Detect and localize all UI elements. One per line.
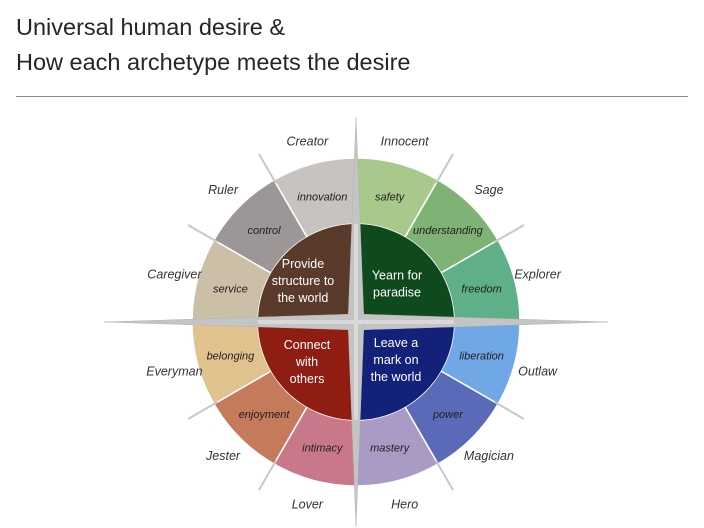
compass-ray — [494, 224, 525, 243]
desire-label-control: control — [248, 225, 282, 237]
quadrant-mark — [356, 322, 454, 420]
desire-label-service: service — [213, 283, 248, 295]
quadrant-label-mark: Leave a — [374, 336, 419, 350]
inner-quadrants — [258, 224, 454, 420]
quadrant-label-structure: Provide — [282, 257, 324, 271]
title-line-1: Universal human desire & — [16, 14, 286, 40]
desire-label-freedom: freedom — [461, 283, 501, 295]
archetype-label-jester: Jester — [205, 449, 241, 463]
desire-label-liberation: liberation — [459, 351, 504, 363]
ring-labels: safety understanding freedom liberation powe… — [207, 191, 504, 454]
archetype-label-hero: Hero — [391, 498, 418, 512]
archetype-label-sage: Sage — [474, 183, 503, 197]
quadrant-label-connect: others — [290, 372, 325, 386]
title-line-2: How each archetype meets the desire — [16, 49, 411, 75]
desire-label-mastery: mastery — [370, 443, 411, 455]
quadrant-label-structure: structure to — [272, 274, 335, 288]
quadrant-label-mark: the world — [371, 370, 422, 384]
archetype-label-ruler: Ruler — [208, 183, 239, 197]
desire-label-power: power — [432, 409, 464, 421]
quadrant-label-paradise: Yearn for — [372, 269, 422, 283]
title-divider — [16, 96, 688, 97]
compass-ray — [258, 460, 277, 491]
desire-label-innovation: innovation — [297, 191, 347, 203]
quadrant-connect — [258, 322, 356, 420]
quadrant-label-connect: Connect — [284, 338, 331, 352]
compass-ray — [435, 460, 454, 491]
quadrant-label-mark: mark on — [373, 353, 418, 367]
archetype-label-lover: Lover — [292, 498, 324, 512]
desire-label-intimacy: intimacy — [302, 443, 344, 455]
archetype-label-explorer: Explorer — [514, 267, 561, 281]
quadrant-label-connect: with — [295, 355, 318, 369]
archetype-label-innocent: Innocent — [381, 134, 429, 148]
archetype-label-magician: Magician — [464, 449, 514, 463]
desire-label-belonging: belonging — [207, 351, 256, 363]
compass-ray — [494, 401, 525, 420]
quadrant-label-paradise: paradise — [373, 286, 421, 300]
quadrant-label-structure: the world — [278, 291, 329, 305]
desire-label-enjoyment: enjoyment — [239, 409, 291, 421]
compass-ray — [258, 153, 277, 184]
compass-ray — [435, 153, 454, 184]
compass-star — [103, 116, 609, 528]
page-title: Universal human desire & How each archet… — [16, 10, 411, 80]
quadrant-labels: Provide structure to the world Yearn for par… — [272, 257, 422, 386]
archetype-label-outlaw: Outlaw — [518, 365, 558, 379]
desire-label-safety: safety — [375, 191, 406, 203]
archetype-label-caregiver: Caregiver — [147, 267, 202, 281]
compass-ray — [187, 401, 218, 420]
quadrant-paradise — [356, 224, 454, 322]
compass-ray — [187, 224, 218, 243]
archetype-label-everyman: Everyman — [146, 365, 202, 379]
desire-label-understanding: understanding — [413, 225, 484, 237]
quadrant-structure — [258, 224, 356, 322]
outer-ring — [191, 157, 521, 487]
archetype-label-creator: Creator — [286, 134, 329, 148]
